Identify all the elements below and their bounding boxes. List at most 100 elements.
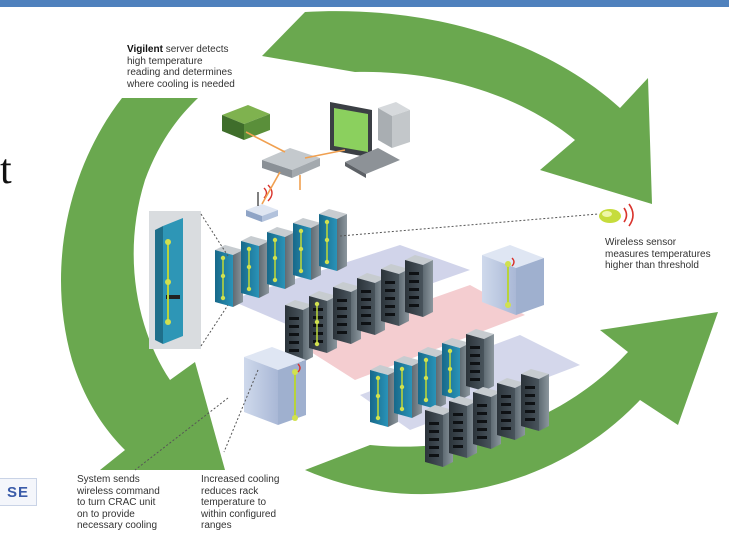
sensor-node [272,277,278,283]
sensor-node [423,357,429,363]
rack-slot [429,438,439,441]
rack-front [293,223,311,280]
rack-slot [409,280,419,283]
rack-slot [409,304,419,307]
rack-slot [429,454,439,457]
rack-top [309,291,337,301]
rack-top [418,347,446,357]
rack-slot [525,386,535,389]
sensor-node [324,259,330,265]
sensor-node [220,295,226,301]
rack-front [370,370,388,427]
rack-top [333,282,361,292]
rack-slot [470,370,480,373]
rack-slot [361,306,371,309]
rack-slot [385,289,395,292]
rack-top [497,378,525,388]
network-switch [262,148,320,178]
rack-slot [453,445,463,448]
rack-side [337,214,347,271]
sensor-node [447,388,453,394]
rack-side [311,223,321,280]
rack-slot [470,362,480,365]
rack-top [442,338,470,348]
rack-top [394,356,422,366]
rack-slot [313,340,323,343]
sensor-node [272,255,278,261]
sensor-node [246,286,252,292]
cycle-arrow-bottom-right [305,312,718,495]
rack-top [466,329,494,339]
crac-unit-left [244,347,306,425]
rack-slot [501,419,511,422]
sensor-node [220,273,226,279]
sensor-node [399,384,405,390]
rack-slot [525,394,535,397]
rack-slot [289,333,299,336]
cycle-arrow-top [262,11,652,204]
wireless-router [246,184,278,222]
rack-top [370,365,398,375]
rack-slot [409,272,419,275]
vigilent-brand-name: Vigilent [127,44,163,55]
rack-slot [337,307,347,310]
rack-slot [337,315,347,318]
rack-slot [361,290,371,293]
sensor-node [246,246,252,252]
sensor-node [375,415,381,421]
rack-slot [453,429,463,432]
top-accent-bar [0,0,729,7]
rack-front [241,241,259,298]
leader-lines [134,213,599,471]
sensor-node [272,237,278,243]
rack-slot [501,427,511,430]
rack-slot [361,314,371,317]
rack-slot [470,354,480,357]
rack-detail-inset [149,211,201,349]
rack-slot [470,346,480,349]
rack-slot [385,305,395,308]
rack-slot [313,324,323,327]
partial-logo-text: SE [6,483,29,501]
sensor-node [298,268,304,274]
rack-top [405,255,433,265]
rack-slot [313,332,323,335]
rack-slot [525,418,535,421]
rack-slot [525,410,535,413]
rack-front [394,361,412,418]
sensor-node [314,319,320,325]
sensor-caption: Wireless sensor measures temperatures hi… [605,237,711,271]
sensor-node [423,397,429,403]
rack-top [241,236,269,246]
sensor-node [324,237,330,243]
rack-front [442,343,460,400]
rack-front [319,214,337,271]
cooling-caption: Increased cooling reduces rack temperatu… [201,474,280,531]
rack-slot [477,428,487,431]
rack-slot [501,403,511,406]
sensor-node [375,393,381,399]
rack-top [521,369,549,379]
sensor-node [324,219,330,225]
rack-slot [361,322,371,325]
partial-slide-letter: t [0,147,12,193]
rack-slot [313,316,323,319]
sensor-node [314,341,320,347]
rack-front [418,352,436,409]
rack-top [319,209,347,219]
rack-slot [289,325,299,328]
sensor-node [447,348,453,354]
rack-slot [501,395,511,398]
sensor-node [423,375,429,381]
rack-slot [409,288,419,291]
sensor-node [314,301,320,307]
sensor-node [220,255,226,261]
rack-slot [385,297,395,300]
rack-slot [453,437,463,440]
vigilent-server [222,105,270,140]
rack-row-middle [285,255,433,362]
rack-slot [477,420,487,423]
sensor-node [298,228,304,234]
sensor-node [399,366,405,372]
rack-top [473,387,501,397]
